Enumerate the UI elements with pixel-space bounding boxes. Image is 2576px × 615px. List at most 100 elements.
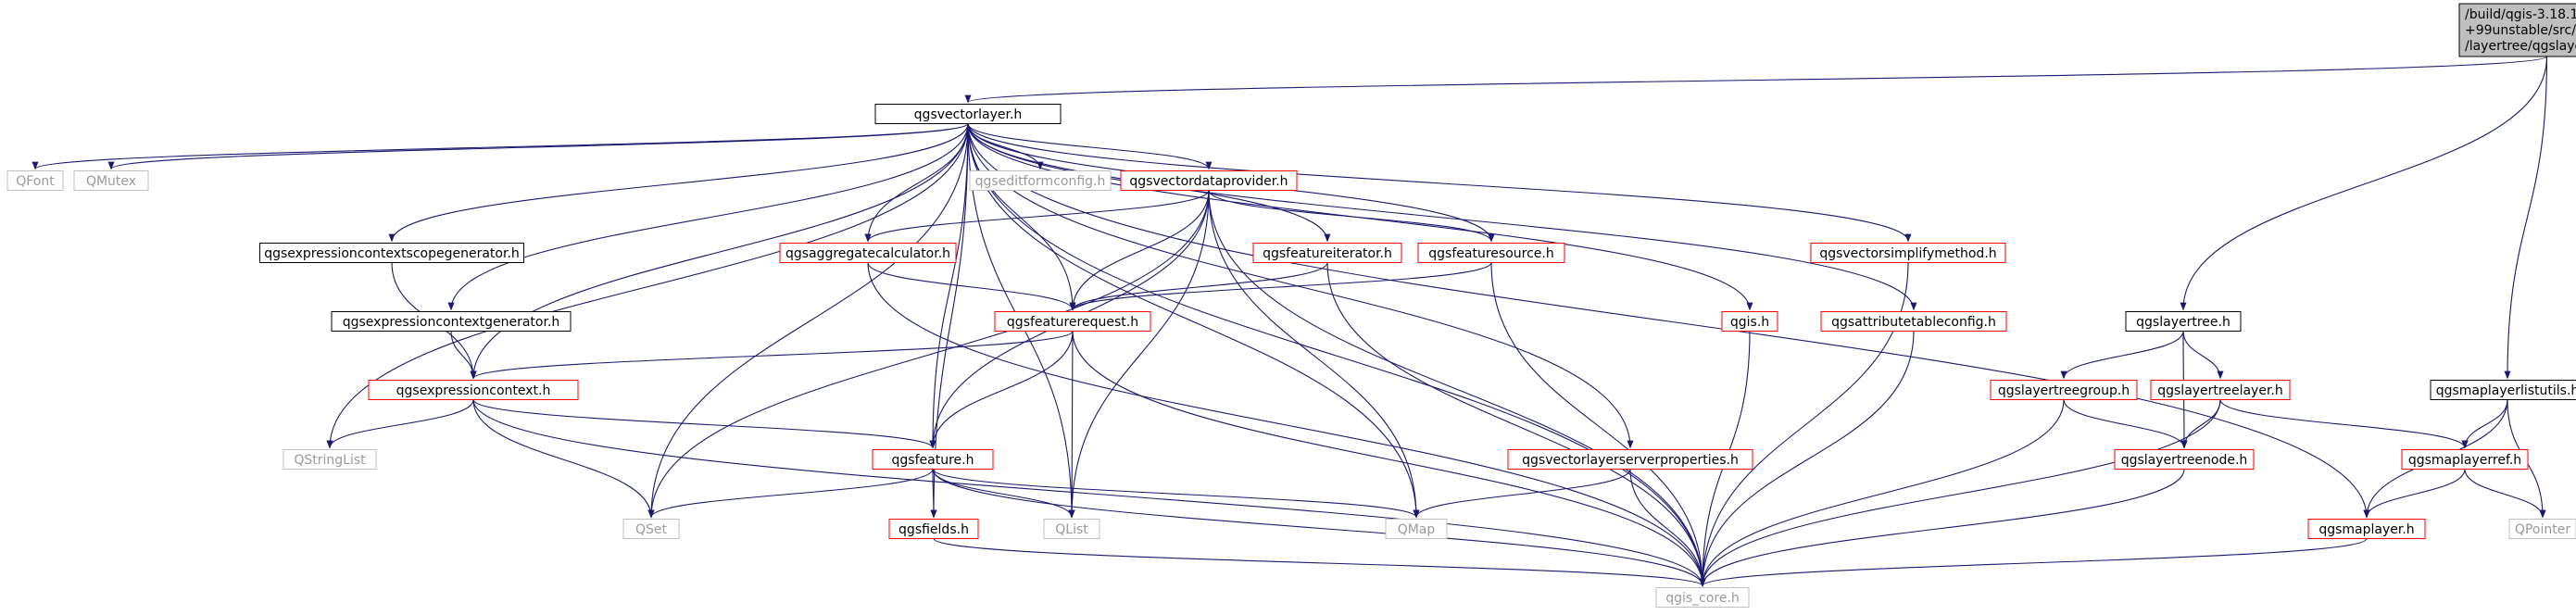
edge-qgsfeature-to-QList	[932, 469, 1075, 519]
edge-qgsfeaturesource-to-qgsfeaturerequest	[1069, 262, 1492, 311]
node-box-qgsexprgen	[331, 311, 572, 332]
node-qgsvectordataprovider[interactable]: qgsvectordataprovider.h	[1120, 170, 1298, 191]
edge-root-to-qgsvectorlayer	[965, 56, 2548, 104]
node-label-qgsfields: qgsfields.h	[898, 522, 969, 537]
node-qgis[interactable]: qgis.h	[1721, 311, 1778, 332]
node-QStringList[interactable]: QStringList	[283, 449, 377, 470]
node-qgsfields[interactable]: qgsfields.h	[888, 519, 979, 539]
node-qgsexprscopegen[interactable]: qgsexpressioncontextscopegenerator.h	[259, 243, 524, 263]
node-label-qgsfeaturesource: qgsfeaturesource.h	[1428, 246, 1553, 261]
edge-qgslayertreegroup-to-qgis_core	[1699, 399, 2065, 587]
edge-qgsvectorlayer-to-QSet	[647, 123, 969, 519]
edge-qgsvectorlayer-to-qgsvectordataprovider	[967, 123, 1213, 170]
node-label-qgslayertreelayer: qgslayertreelayer.h	[2157, 383, 2283, 398]
node-label-QSet: QSet	[635, 522, 668, 537]
edge-qgsaggregate-to-qgsfeaturerequest	[867, 262, 1076, 311]
edge-root-to-qgslayertree	[2180, 56, 2548, 311]
edge-qgsfeature-to-QSet	[647, 469, 934, 519]
edge-qgsmaplayerlistutils-to-qgsmaplayerref	[2461, 399, 2508, 449]
edge-qgsvectordataprovider-to-QList	[1068, 190, 1210, 519]
node-QList[interactable]: QList	[1043, 519, 1100, 539]
node-qgslayertreelayer[interactable]: qgslayertreelayer.h	[2150, 380, 2291, 400]
node-label-QStringList: QStringList	[294, 453, 366, 468]
node-box-QSet	[622, 519, 680, 539]
edge-root-to-qgsmaplayerlistutils	[2504, 56, 2548, 380]
node-box-qgseditformconfig	[969, 170, 1112, 191]
root-node[interactable]: /build/qgis-3.18.1 +99unstable/src/core …	[2458, 3, 2576, 57]
node-qgsfeatureiterator[interactable]: qgsfeatureiterator.h	[1252, 243, 1402, 263]
edge-qgsvlserverprops-to-QMap	[1413, 469, 1631, 519]
node-label-qgsfeaturerequest: qgsfeaturerequest.h	[1007, 315, 1138, 330]
node-qgsvlserverprops[interactable]: qgsvectorlayerserverproperties.h	[1507, 449, 1753, 470]
node-qgslayertreegroup[interactable]: qgslayertreegroup.h	[1990, 380, 2138, 400]
edge-qgslayertreelayer-to-qgis_core	[1699, 399, 2221, 587]
node-box-qgslayertreegroup	[1990, 380, 2138, 400]
edge-qgsvectorlayer-to-qgsaggregate	[864, 123, 969, 243]
node-label-qgsattrtable: qgsattributetableconfig.h	[1831, 315, 1996, 330]
node-box-qgsfeaturesource	[1417, 243, 1565, 263]
node-box-qgsaggregate	[779, 243, 957, 263]
node-box-qgsvectorsimplify	[1810, 243, 2006, 263]
edge-qgsfeature-to-qgsfields	[930, 469, 937, 519]
edge-qgsvectorlayer-to-qgsexprgen	[447, 123, 969, 311]
edge-qgsfeature-to-qgis_core	[932, 469, 1706, 587]
node-label-qgis_core: qgis_core.h	[1665, 591, 1740, 606]
node-box-qgsvectorlayer	[874, 104, 1062, 124]
node-qgsmaplayerlistutils[interactable]: qgsmaplayerlistutils.h	[2430, 380, 2576, 400]
node-label-QPointer: QPointer	[2515, 522, 2570, 537]
node-qgsmaplayerref[interactable]: qgsmaplayerref.h	[2401, 449, 2529, 470]
node-box-QMutex	[73, 170, 149, 191]
node-qgsaggregate[interactable]: qgsaggregatecalculator.h	[779, 243, 957, 263]
edge-qgslayertreelayer-to-qgslayertreenode	[2180, 399, 2221, 449]
edge-qgsvectorlayer-to-QStringList	[326, 123, 969, 449]
node-QMap[interactable]: QMap	[1385, 519, 1448, 539]
node-qgslayertreenode[interactable]: qgslayertreenode.h	[2114, 449, 2255, 470]
edge-qgsfeaturerequest-to-QList	[1068, 331, 1075, 519]
node-qgsattrtable[interactable]: qgsattributetableconfig.h	[1820, 311, 2007, 332]
root-label-line-3: /layertree/qgslayertree.cpp	[2465, 39, 2576, 54]
node-label-qgseditformconfig: qgseditformconfig.h	[975, 174, 1106, 189]
node-QFont[interactable]: QFont	[6, 170, 64, 191]
node-box-qgslayertreenode	[2114, 449, 2255, 470]
node-qgsexprgen[interactable]: qgsexpressioncontextgenerator.h	[331, 311, 572, 332]
node-label-qgsexprgen: qgsexpressioncontextgenerator.h	[343, 315, 560, 330]
node-qgslayertree[interactable]: qgslayertree.h	[2125, 311, 2242, 332]
edge-qgslayertree-to-qgslayertreegroup	[2060, 331, 2184, 380]
node-QSet[interactable]: QSet	[622, 519, 680, 539]
root-label-line-1: /build/qgis-3.18.1	[2465, 7, 2576, 22]
node-qgsvectorsimplify[interactable]: qgsvectorsimplifymethod.h	[1810, 243, 2006, 263]
node-box-QPointer	[2508, 519, 2576, 539]
node-box-qgsexprctx	[368, 380, 579, 400]
node-qgsexprctx[interactable]: qgsexpressioncontext.h	[368, 380, 579, 400]
node-qgsmaplayer[interactable]: qgsmaplayer.h	[2307, 519, 2426, 539]
edge-qgsvectorlayer-to-QMutex	[107, 123, 969, 170]
node-label-QMutex: QMutex	[86, 174, 136, 189]
edge-qgsfeaturerequest-to-qgsexprctx	[470, 331, 1074, 380]
edge-qgsaggregate-to-qgis_core	[867, 262, 1706, 587]
node-QPointer[interactable]: QPointer	[2508, 519, 2576, 539]
edge-qgsmaplayerref-to-QPointer	[2464, 469, 2546, 519]
node-box-qgsfeature	[872, 449, 994, 470]
node-box-qgsmaplayerref	[2401, 449, 2529, 470]
node-label-qgsvlserverprops: qgsvectorlayerserverproperties.h	[1522, 453, 1739, 468]
node-box-QList	[1043, 519, 1100, 539]
edge-qgsvlserverprops-to-qgis_core	[1629, 469, 1706, 587]
edge-qgsattrtable-to-qgis_core	[1699, 331, 1915, 587]
node-qgsfeaturesource[interactable]: qgsfeaturesource.h	[1417, 243, 1565, 263]
edge-qgsvectorlayer-to-QFont	[31, 123, 969, 170]
node-qgsvectorlayer[interactable]: qgsvectorlayer.h	[874, 104, 1062, 124]
edge-qgsexprctx-to-QStringList	[326, 399, 474, 449]
node-qgseditformconfig[interactable]: qgseditformconfig.h	[969, 170, 1112, 191]
node-qgsfeaturerequest[interactable]: qgsfeaturerequest.h	[994, 311, 1151, 332]
node-QMutex[interactable]: QMutex	[73, 170, 149, 191]
node-box-qgsexprscopegen	[259, 243, 524, 263]
node-qgis_core[interactable]: qgis_core.h	[1655, 587, 1750, 608]
node-label-qgslayertreenode: qgslayertreenode.h	[2121, 453, 2248, 468]
node-box-qgsfields	[888, 519, 979, 539]
node-label-qgsexprctx: qgsexpressioncontext.h	[396, 383, 551, 398]
edge-qgsvectorlayer-to-qgis_core	[967, 123, 1706, 587]
edge-qgsvectorlayer-to-qgsattrtable	[967, 123, 1917, 311]
edge-qgsfields-to-qgis_core	[933, 538, 1706, 587]
node-qgsfeature[interactable]: qgsfeature.h	[872, 449, 994, 470]
